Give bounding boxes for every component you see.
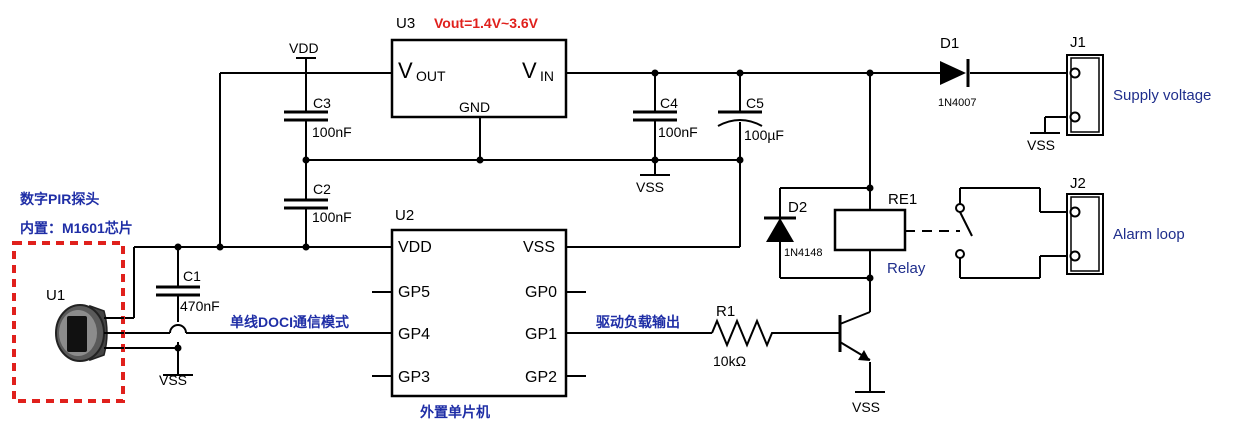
- capacitor-c1: C1 470nF: [156, 268, 220, 314]
- vss-label-transistor: VSS: [852, 399, 880, 415]
- relay-re1: RE1 Relay: [833, 191, 973, 277]
- vss-label-c4: VSS: [636, 179, 664, 195]
- u1-pir-sensor: 数字PIR探头 内置：M1601芯片 U1: [12, 191, 133, 403]
- re1-caption: Relay: [887, 260, 926, 277]
- u1-dashed-outline: [12, 241, 125, 403]
- u3-vin-label: V: [522, 58, 537, 83]
- u3-vout-note: Vout=1.4V~3.6V: [434, 15, 539, 31]
- vdd-symbol: VDD: [289, 40, 319, 59]
- capacitor-c5-electrolytic: C5 100µF: [717, 95, 784, 143]
- u2-pin-gp0: GP0: [525, 284, 557, 301]
- d2-part: 1N4148: [784, 247, 823, 259]
- c3-ref: C3: [313, 95, 331, 111]
- u2-mcu: U2 VDD GP5 GP4 GP3 VSS GP0 GP1 GP2 外置单片机: [390, 207, 568, 420]
- connector-j1: J1 Supply voltage: [1066, 34, 1211, 136]
- vdd-label: VDD: [289, 40, 319, 56]
- u2-pin-gp2: GP2: [525, 369, 557, 386]
- diode-d1: D1 1N4007: [938, 35, 977, 109]
- diode-d2: D2 1N4148: [764, 199, 823, 259]
- u2-pin-vss: VSS: [523, 239, 555, 256]
- u1-ref: U1: [46, 287, 65, 304]
- resistor-r1: R1 10kΩ: [711, 303, 776, 369]
- vss-label-j1: VSS: [1027, 137, 1055, 153]
- doci-signal-label: 单线DOCI通信模式: [230, 314, 349, 330]
- vss-symbol-transistor: VSS: [852, 391, 885, 415]
- u2-ref: U2: [395, 207, 414, 224]
- r1-value: 10kΩ: [713, 353, 746, 369]
- vss-symbol-j1: VSS: [1027, 132, 1060, 153]
- vss-symbol-c4: VSS: [636, 174, 670, 195]
- u3-regulator: U3 Vout=1.4V~3.6V V OUT V IN GND: [390, 15, 568, 119]
- j1-caption: Supply voltage: [1113, 87, 1211, 104]
- u2-pin-gp4: GP4: [398, 326, 430, 343]
- drive-signal-label: 驱动负载输出: [596, 314, 680, 330]
- capacitor-c2: C2 100nF: [284, 181, 352, 225]
- c1-value: 470nF: [180, 298, 220, 314]
- npn-transistor: [838, 311, 871, 361]
- connector-j2: J2 Alarm loop: [1066, 175, 1185, 275]
- capacitor-c4: C4 100nF: [633, 95, 698, 140]
- j1-ref: J1: [1070, 34, 1086, 51]
- pir-sensor-icon: [55, 304, 124, 362]
- c3-value: 100nF: [312, 124, 352, 140]
- u2-pin-gp1: GP1: [525, 326, 557, 343]
- u3-vin-sub: IN: [540, 68, 554, 84]
- c4-value: 100nF: [658, 124, 698, 140]
- c2-ref: C2: [313, 181, 331, 197]
- r1-ref: R1: [716, 303, 735, 320]
- c1-ref: C1: [183, 268, 201, 284]
- c5-ref: C5: [746, 95, 764, 111]
- u2-pin-gp5: GP5: [398, 284, 430, 301]
- c5-value: 100µF: [744, 127, 784, 143]
- wires: [124, 58, 1075, 392]
- j2-ref: J2: [1070, 175, 1086, 192]
- u2-pin-vdd: VDD: [398, 239, 432, 256]
- u3-vout-label: V: [398, 58, 413, 83]
- c2-value: 100nF: [312, 209, 352, 225]
- c4-ref: C4: [660, 95, 678, 111]
- d1-ref: D1: [940, 35, 959, 52]
- u2-pin-gp3: GP3: [398, 369, 430, 386]
- u3-vout-sub: OUT: [416, 68, 446, 84]
- u3-gnd-label: GND: [459, 99, 490, 115]
- d1-part: 1N4007: [938, 97, 977, 109]
- re1-ref: RE1: [888, 191, 917, 208]
- j2-caption: Alarm loop: [1113, 226, 1185, 243]
- u3-ref: U3: [396, 15, 415, 32]
- vss-symbol-c1: VSS: [159, 372, 193, 388]
- vss-label-c1: VSS: [159, 372, 187, 388]
- capacitor-c3: C3 100nF: [284, 95, 352, 140]
- d2-ref: D2: [788, 199, 807, 216]
- u2-caption: 外置单片机: [420, 404, 490, 420]
- junction-dots: [174, 69, 874, 352]
- u1-label-line2: 内置：M1601芯片: [20, 220, 133, 236]
- u1-label-line1: 数字PIR探头: [20, 191, 99, 207]
